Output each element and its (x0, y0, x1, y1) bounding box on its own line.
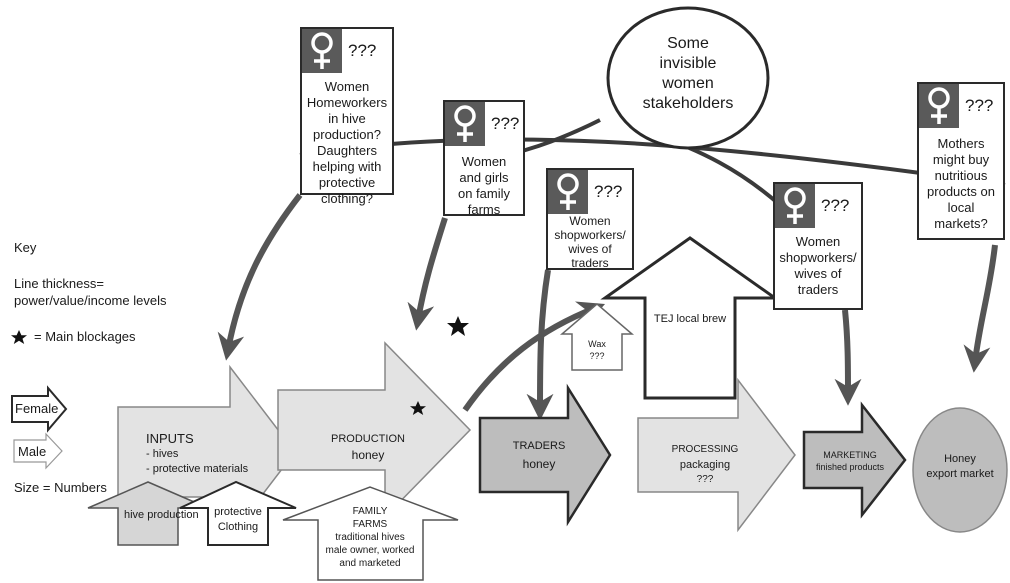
women-homeworkers-text: Women Homeworkers in hive production? Da… (306, 79, 388, 206)
blockage-star-2 (410, 401, 426, 415)
women-farms-text: Women and girls on family farms (457, 154, 511, 217)
key-line-thickness-2: power/value/income levels (14, 293, 167, 308)
traders-subtitle: honey (522, 457, 556, 471)
traders-arrow (478, 383, 612, 527)
blockage-star-key (11, 330, 27, 344)
women-shopworkers-2-box: ??? Women shopworkers/ wives of traders (773, 182, 863, 310)
production-arrow (277, 341, 472, 519)
curved-arrow-production-to-tej (462, 301, 606, 412)
wax-arrow (559, 303, 635, 371)
unknown-marker: ??? (348, 41, 377, 60)
unknown-marker: ??? (491, 114, 520, 133)
tej-brew-label: TEJ local brew (653, 313, 727, 325)
tej-brew-arrow (600, 236, 780, 400)
key-blockages: = Main blockages (34, 329, 136, 344)
women-shopworkers-1-box: ??? Women shopworkers/ wives of traders (546, 168, 634, 270)
female-symbol-icon (302, 29, 342, 73)
connecting-curve (299, 137, 1006, 187)
marketing-arrow (802, 401, 907, 519)
curved-arrow-farms (407, 217, 448, 331)
protective-clothing-label: protective Clothing (214, 506, 262, 533)
male-key-arrow (13, 432, 63, 470)
processing-unknown: ??? (696, 474, 714, 485)
curved-arrow-shopworkers-1 (526, 269, 554, 421)
female-key-arrow (11, 385, 68, 433)
family-farms-label: FAMILY FARMS traditional hives male owne… (325, 506, 415, 569)
women-homeworkers-box: ??? Women Homeworkers in hive production… (300, 27, 394, 206)
key-female-label: Female (15, 401, 59, 416)
female-symbol-icon (445, 102, 485, 146)
women-shopworkers-1-text: Women shopworkers/ wives of traders (554, 214, 626, 270)
export-market-label: Honey export market (926, 453, 994, 480)
family-farms-arrow (282, 486, 459, 581)
female-symbol-icon (775, 184, 815, 228)
curved-arrow-homeworkers (217, 193, 303, 361)
export-market-ellipse (912, 407, 1008, 533)
processing-arrow (637, 377, 796, 533)
inputs-item-materials: - protective materials (146, 463, 249, 475)
stakeholders-ellipse (606, 6, 770, 150)
key-male-label: Male (18, 444, 47, 459)
hive-production-arrow (87, 481, 209, 546)
women-farms-box: ??? Women and girls on family farms (443, 100, 525, 217)
unknown-marker: ??? (821, 196, 850, 215)
stakeholders-text: Some invisible women stakeholders (642, 35, 734, 112)
processing-subtitle: packaging (679, 459, 731, 471)
mothers-box: ??? Mothers might buy nutritious product… (917, 82, 1005, 240)
unknown-marker: ??? (965, 96, 994, 115)
protective-clothing-arrow (179, 480, 297, 546)
production-title: PRODUCTION (331, 433, 405, 445)
key-line-thickness-1: Line thickness= (14, 276, 104, 291)
production-subtitle: honey (351, 448, 385, 462)
inputs-title: INPUTS (146, 431, 194, 446)
curved-arrow-shopworkers-2 (834, 309, 862, 406)
key-size: Size = Numbers (14, 480, 107, 495)
mothers-text: Mothers might buy nutritious products on… (927, 136, 995, 231)
wax-label: Wax ??? (588, 339, 606, 361)
traders-title: TRADERS (512, 440, 566, 452)
unknown-marker: ??? (594, 182, 623, 201)
processing-title: PROCESSING (671, 444, 739, 455)
female-symbol-icon (919, 84, 959, 128)
female-symbol-icon (548, 170, 588, 214)
women-shopworkers-2-text: Women shopworkers/ wives of traders (779, 234, 857, 297)
blockage-star-1 (447, 316, 469, 336)
hive-production-label: hive production (124, 509, 199, 521)
inputs-item-hives: - hives (146, 448, 179, 460)
marketing-subtitle: finished products (815, 462, 885, 472)
key-title: Key (14, 240, 37, 255)
curved-arrow-mothers (963, 244, 998, 373)
marketing-title: MARKETING (823, 450, 877, 460)
